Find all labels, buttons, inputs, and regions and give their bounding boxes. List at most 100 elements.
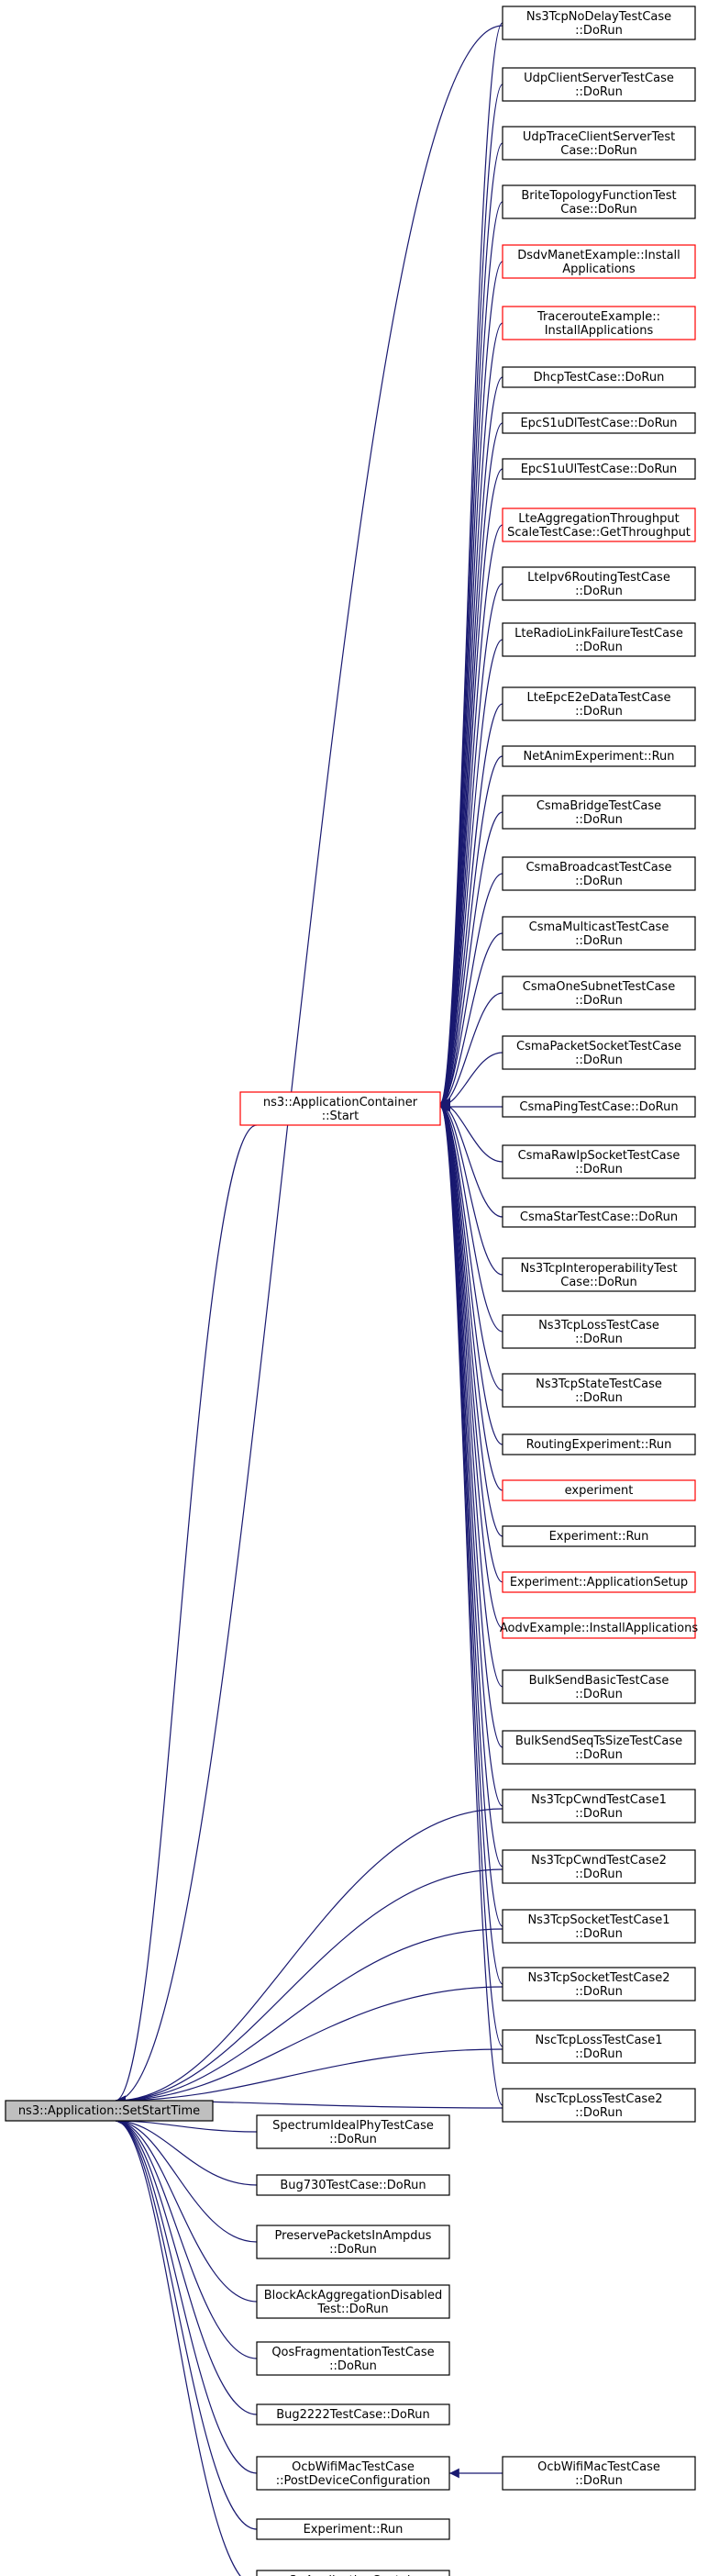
edge-dsdvmanetexample-installapplications-to-start (439, 261, 503, 1111)
node-csmamulticasttestcase-dorun-box (502, 916, 696, 951)
node-experiment[interactable]: experiment (502, 1479, 696, 1501)
node-direct-ns3-applicationcontainer-startwithjitter-8-label-line-1: ns3::ApplicationContainer (276, 2574, 431, 2576)
node-csmabridgetestcase-dorun[interactable]: CsmaBridgeTestCase::DoRun (502, 795, 696, 830)
node-experiment-label-line-1: experiment (565, 1484, 634, 1498)
node-bulksendseqtssizetestcase-dorun-box (502, 1730, 696, 1765)
node-ns3tcpcwndtestcase1-dorun[interactable]: Ns3TcpCwndTestCase1::DoRun (502, 1789, 696, 1823)
node-csmarawipsockettestcase-dorun[interactable]: CsmaRawIpSocketTestCase::DoRun (502, 1144, 696, 1179)
node-application-container-start[interactable]: ns3::ApplicationContainer::Start (239, 1091, 441, 1126)
node-ns3tcpcwndtestcase2-dorun-box (502, 1849, 696, 1884)
node-direct-spectrumidealphytestcase-dorun-0-label-line-2: ::DoRun (329, 2133, 377, 2147)
node-netanimexperiment-run-label-line-1: NetAnimExperiment::Run (523, 750, 674, 764)
node-csmamulticasttestcase-dorun[interactable]: CsmaMulticastTestCase::DoRun (502, 916, 696, 951)
node-epcs1udltestcase-dorun-label-line-1: EpcS1uDlTestCase::DoRun (520, 417, 677, 430)
node-direct-spectrumidealphytestcase-dorun-0-label-line-1: SpectrumIdealPhyTestCase (272, 2119, 434, 2133)
node-udpclientservertestcase-dorun-label-line-1: UdpClientServerTestCase (524, 72, 674, 85)
node-lteradiolinkfailuretestcase-dorun[interactable]: LteRadioLinkFailureTestCase::DoRun (502, 622, 696, 657)
node-direct-qosfragmentationtestcase-dorun-4-box (256, 2341, 450, 2376)
node-csmaonesubnettestcase-dorun[interactable]: CsmaOneSubnetTestCase::DoRun (502, 976, 696, 1010)
node-direct-bug2222testcase-dorun-5[interactable]: Bug2222TestCase::DoRun (256, 2403, 450, 2425)
edges-layer (115, 22, 503, 2576)
node-tracerouteexample-installapplications-box (502, 306, 696, 340)
node-csmapingtestcase-dorun[interactable]: CsmaPingTestCase::DoRun (502, 1096, 696, 1118)
node-csmapacketsockettestcase-dorun[interactable]: CsmaPacketSocketTestCase::DoRun (502, 1035, 696, 1070)
node-direct-preservepacketsinampdus-dorun-2[interactable]: PreservePacketsInAmpdus::DoRun (256, 2225, 450, 2259)
node-direct-spectrumidealphytestcase-dorun-0[interactable]: SpectrumIdealPhyTestCase::DoRun (256, 2114, 450, 2149)
node-ns3tcplosstestcase-dorun-box (502, 1314, 696, 1349)
node-ns3tcpnodelaytestcase-dorun[interactable]: Ns3TcpNoDelayTestCase::DoRun (502, 6, 696, 40)
node-epcs1udltestcase-dorun[interactable]: EpcS1uDlTestCase::DoRun (502, 412, 696, 434)
node-udpclientservertestcase-dorun-label-line-2: ::DoRun (575, 85, 623, 99)
node-direct-preservepacketsinampdus-dorun-2-box (256, 2225, 450, 2259)
node-lteipv6routingtestcase-dorun[interactable]: LteIpv6RoutingTestCase::DoRun (502, 566, 696, 601)
node-lteaggregationthroughputscaletestcase-getthroughput[interactable]: LteAggregationThroughputScaleTestCase::G… (502, 507, 696, 542)
node-experiment-run-label-line-1: Experiment::Run (549, 1530, 649, 1544)
node-ns3tcpcwndtestcase2-dorun-label-line-1: Ns3TcpCwndTestCase2 (531, 1854, 667, 1868)
node-dhcptestcase-dorun[interactable]: DhcpTestCase::DoRun (502, 366, 696, 388)
node-set-start-time-label-line-1: ns3::Application::SetStartTime (18, 2104, 200, 2118)
node-direct-blockackaggregationdisabledtest-dorun-3-label-line-1: BlockAckAggregationDisabled (264, 2289, 443, 2303)
node-bulksendseqtssizetestcase-dorun[interactable]: BulkSendSeqTsSizeTestCase::DoRun (502, 1730, 696, 1765)
node-csmabroadcasttestcase-dorun[interactable]: CsmaBroadcastTestCase::DoRun (502, 856, 696, 891)
node-aodvexample-installapplications-label-line-1: AodvExample::InstallApplications (500, 1622, 698, 1635)
node-britetopologyfunctiontestcase-dorun-box (502, 184, 696, 219)
node-aodvexample-installapplications[interactable]: AodvExample::InstallApplications (500, 1617, 698, 1639)
node-experiment-run[interactable]: Experiment::Run (502, 1525, 696, 1547)
node-nsctcplosstestcase1-dorun[interactable]: NscTcpLossTestCase1::DoRun (502, 2029, 696, 2064)
node-lteaggregationthroughputscaletestcase-getthroughput-label-line-1: LteAggregationThroughput (518, 512, 679, 526)
node-ns3tcpsockettestcase2-dorun-label-line-1: Ns3TcpSocketTestCase2 (527, 1971, 669, 1985)
node-lteepce2edatatestcase-dorun-box (502, 686, 696, 721)
node-epcs1udltestcase-dorun-box (502, 412, 696, 434)
node-direct-experiment-run-7[interactable]: Experiment::Run (256, 2518, 450, 2540)
node-tracerouteexample-installapplications-label-line-2: InstallApplications (545, 324, 654, 338)
node-ns3tcpcwndtestcase2-dorun[interactable]: Ns3TcpCwndTestCase2::DoRun (502, 1849, 696, 1884)
node-csmastartestcase-dorun[interactable]: CsmaStarTestCase::DoRun (502, 1206, 696, 1228)
node-direct-ocbwifimactestcase-postdeviceconfiguration-6-label-line-2: ::PostDeviceConfiguration (276, 2474, 431, 2488)
node-direct-bug730testcase-dorun-1-box (256, 2174, 450, 2196)
node-ns3tcplosstestcase-dorun[interactable]: Ns3TcpLossTestCase::DoRun (502, 1314, 696, 1349)
node-ns3tcpstatetestcase-dorun[interactable]: Ns3TcpStateTestCase::DoRun (502, 1373, 696, 1408)
edge-ns3tcpsockettestcase1-dorun-to-set-start-time (115, 1928, 503, 2106)
node-ns3tcpsockettestcase1-dorun[interactable]: Ns3TcpSocketTestCase1::DoRun (502, 1909, 696, 1944)
edge-bug2222testcase-dorun-to-set-start-time (115, 2115, 258, 2415)
node-direct-experiment-run-7-label-line-1: Experiment::Run (304, 2523, 404, 2537)
node-lteepce2edatatestcase-dorun[interactable]: LteEpcE2eDataTestCase::DoRun (502, 686, 696, 721)
node-experiment-box (502, 1479, 696, 1501)
node-ocb-wifi-mac-test-case-do-run[interactable]: OcbWifiMacTestCase::DoRun (502, 2456, 696, 2491)
node-ns3tcpcwndtestcase1-dorun-label-line-2: ::DoRun (575, 1807, 623, 1821)
node-csmapingtestcase-dorun-label-line-1: CsmaPingTestCase::DoRun (519, 1100, 678, 1114)
node-routingexperiment-run[interactable]: RoutingExperiment::Run (502, 1433, 696, 1455)
node-direct-bug730testcase-dorun-1[interactable]: Bug730TestCase::DoRun (256, 2174, 450, 2196)
edge-csmabroadcasttestcase-dorun-to-start (439, 873, 503, 1109)
node-ns3tcpcwndtestcase2-dorun-label-line-2: ::DoRun (575, 1868, 623, 1881)
node-netanimexperiment-run[interactable]: NetAnimExperiment::Run (502, 745, 696, 767)
node-dsdvmanetexample-installapplications-box (502, 244, 696, 279)
node-udptraceclientservertestcase-dorun-label-line-1: UdpTraceClientServerTest (523, 130, 675, 144)
node-direct-ns3-applicationcontainer-startwithjitter-8[interactable]: ns3::ApplicationContainer::StartWithJitt… (256, 2570, 450, 2576)
node-bulksendbasictestcase-dorun[interactable]: BulkSendBasicTestCase::DoRun (502, 1669, 696, 1704)
node-tracerouteexample-installapplications[interactable]: TracerouteExample::InstallApplications (502, 306, 696, 340)
node-direct-ocbwifimactestcase-postdeviceconfiguration-6[interactable]: OcbWifiMacTestCase::PostDeviceConfigurat… (256, 2456, 450, 2491)
edge-bug730testcase-dorun-to-set-start-time (115, 2115, 258, 2186)
edge-britetopologyfunctiontestcase-dorun-to-start (439, 201, 503, 1110)
node-udpclientservertestcase-dorun[interactable]: UdpClientServerTestCase::DoRun (502, 67, 696, 102)
node-ns3tcpsockettestcase2-dorun[interactable]: Ns3TcpSocketTestCase2::DoRun (502, 1967, 696, 2002)
node-nsctcplosstestcase2-dorun[interactable]: NscTcpLossTestCase2::DoRun (502, 2088, 696, 2123)
node-csmastartestcase-dorun-box (502, 1206, 696, 1228)
node-set-start-time[interactable]: ns3::Application::SetStartTime (5, 2100, 214, 2122)
edge-routingexperiment-run-to-start (439, 1098, 503, 1445)
node-epcs1uultestcase-dorun[interactable]: EpcS1uUlTestCase::DoRun (502, 458, 696, 480)
node-dhcptestcase-dorun-label-line-1: DhcpTestCase::DoRun (534, 371, 665, 385)
node-netanimexperiment-run-box (502, 745, 696, 767)
node-direct-bug730testcase-dorun-1-label-line-1: Bug730TestCase::DoRun (280, 2179, 426, 2192)
node-direct-qosfragmentationtestcase-dorun-4[interactable]: QosFragmentationTestCase::DoRun (256, 2341, 450, 2376)
node-dsdvmanetexample-installapplications[interactable]: DsdvManetExample::InstallApplications (502, 244, 696, 279)
node-csmabroadcasttestcase-dorun-label-line-2: ::DoRun (575, 875, 623, 888)
node-experiment-applicationsetup[interactable]: Experiment::ApplicationSetup (502, 1571, 696, 1593)
node-direct-preservepacketsinampdus-dorun-2-label-line-1: PreservePacketsInAmpdus (275, 2229, 432, 2243)
